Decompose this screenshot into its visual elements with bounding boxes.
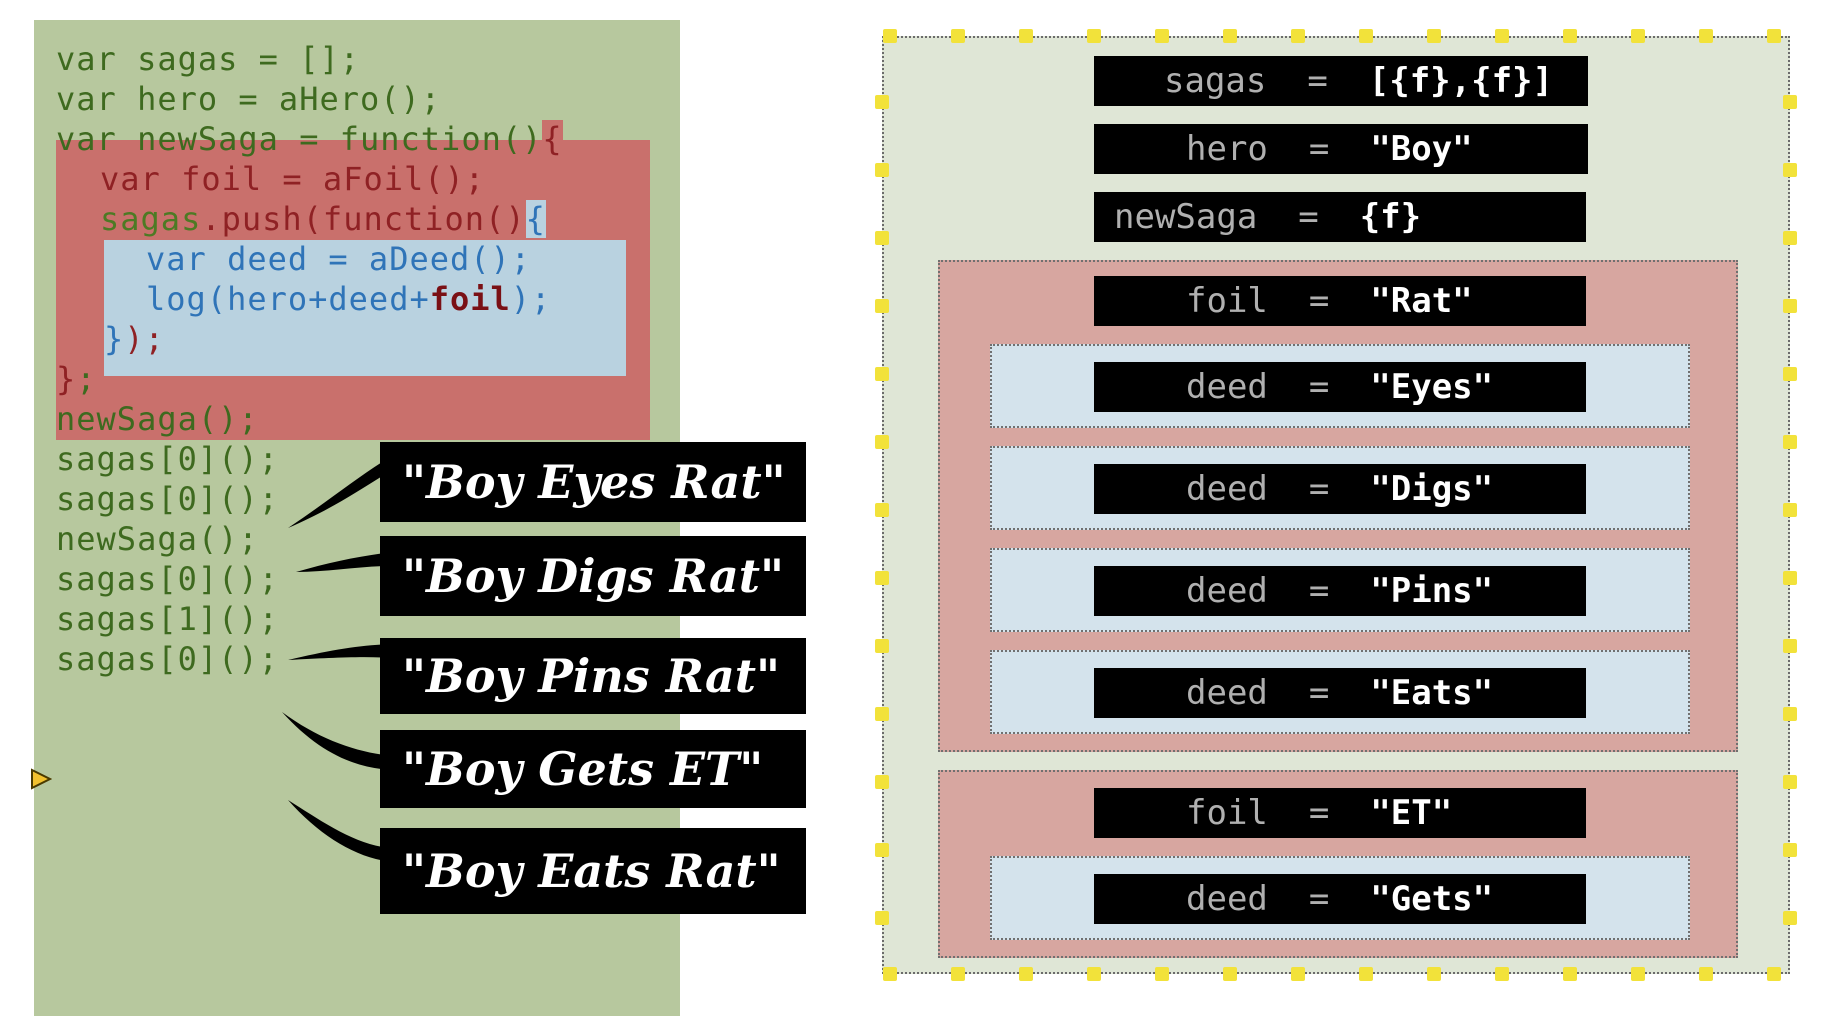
frame-marker — [1783, 911, 1797, 925]
frame-marker — [875, 163, 889, 177]
inner-function-highlight — [104, 240, 626, 376]
frame-marker — [1783, 231, 1797, 245]
code-line-10: newSaga(); — [56, 400, 259, 438]
frame-marker — [875, 95, 889, 109]
frame-marker — [1767, 967, 1781, 981]
code-line-16: sagas[0](); — [56, 640, 279, 678]
frame-marker — [1767, 29, 1781, 43]
output-bubble-5: "Boy Eats Rat" — [380, 828, 806, 914]
frame-marker — [875, 843, 889, 857]
frame-marker — [875, 775, 889, 789]
frame-marker — [1155, 29, 1169, 43]
frame-marker — [1699, 29, 1713, 43]
frame-marker — [1427, 967, 1441, 981]
code-line-13: newSaga(); — [56, 520, 259, 558]
frame-marker — [1783, 367, 1797, 381]
code-line-7: log(hero+deed+foil); — [146, 280, 552, 318]
code-line-12: sagas[0](); — [56, 480, 279, 518]
frame-marker — [875, 231, 889, 245]
frame-marker — [875, 367, 889, 381]
var-deed-4: deed = "Eats" — [1094, 668, 1586, 718]
frame-marker — [1495, 967, 1509, 981]
frame-marker — [1631, 967, 1645, 981]
frame-marker — [875, 707, 889, 721]
code-line-15: sagas[1](); — [56, 600, 279, 638]
output-bubble-2: "Boy Digs Rat" — [380, 536, 806, 616]
var-deed-3: deed = "Pins" — [1094, 566, 1586, 616]
frame-marker — [1359, 29, 1373, 43]
var-deed-5: deed = "Gets" — [1094, 874, 1586, 924]
frame-marker — [1783, 639, 1797, 653]
var-sagas: sagas = [{f},{f}] — [1094, 56, 1588, 106]
frame-marker — [1155, 967, 1169, 981]
code-line-2: var hero = aHero(); — [56, 80, 442, 118]
output-bubble-1: "Boy Eyes Rat" — [380, 442, 806, 522]
frame-marker — [875, 911, 889, 925]
code-line-4: var foil = aFoil(); — [100, 160, 486, 198]
frame-marker — [1563, 29, 1577, 43]
frame-marker — [1019, 29, 1033, 43]
frame-marker — [1783, 95, 1797, 109]
frame-marker — [1495, 29, 1509, 43]
frame-marker — [1087, 967, 1101, 981]
frame-marker — [1223, 967, 1237, 981]
frame-marker — [1783, 843, 1797, 857]
var-foil-1: foil = "Rat" — [1094, 276, 1586, 326]
frame-marker — [875, 639, 889, 653]
frame-marker — [883, 29, 897, 43]
code-line-8: }); — [104, 320, 165, 358]
code-line-5: sagas.push(function(){ — [100, 200, 546, 238]
current-line-arrow-icon — [31, 768, 52, 790]
code-line-6: var deed = aDeed(); — [146, 240, 532, 278]
code-line-1: var sagas = []; — [56, 40, 360, 78]
code-line-14: sagas[0](); — [56, 560, 279, 598]
var-newSaga: newSaga = {f} — [1094, 192, 1586, 242]
frame-marker — [1783, 775, 1797, 789]
frame-marker — [1563, 967, 1577, 981]
frame-marker — [1631, 29, 1645, 43]
var-foil-2: foil = "ET" — [1094, 788, 1586, 838]
output-bubble-3: "Boy Pins Rat" — [380, 638, 806, 714]
frame-marker — [1223, 29, 1237, 43]
frame-marker — [1019, 967, 1033, 981]
frame-marker — [1699, 967, 1713, 981]
frame-marker — [1427, 29, 1441, 43]
code-line-11: sagas[0](); — [56, 440, 279, 478]
frame-marker — [1783, 571, 1797, 585]
frame-marker — [1087, 29, 1101, 43]
output-bubble-4: "Boy Gets ET" — [380, 730, 806, 808]
var-deed-1: deed = "Eyes" — [1094, 362, 1586, 412]
frame-marker — [951, 967, 965, 981]
frame-marker — [883, 967, 897, 981]
var-deed-2: deed = "Digs" — [1094, 464, 1586, 514]
frame-marker — [1783, 163, 1797, 177]
frame-marker — [875, 435, 889, 449]
frame-marker — [1359, 967, 1373, 981]
frame-marker — [1291, 29, 1305, 43]
code-line-9: }; — [56, 360, 97, 398]
frame-marker — [1783, 435, 1797, 449]
frame-marker — [951, 29, 965, 43]
code-line-3: var newSaga = function(){ — [56, 120, 563, 158]
frame-marker — [1783, 503, 1797, 517]
frame-marker — [1783, 299, 1797, 313]
inner-open-brace: { — [525, 200, 546, 238]
outer-open-brace: { — [542, 120, 563, 158]
frame-marker — [1291, 967, 1305, 981]
frame-marker — [1783, 707, 1797, 721]
frame-marker — [875, 503, 889, 517]
frame-marker — [875, 299, 889, 313]
var-hero: hero = "Boy" — [1094, 124, 1588, 174]
frame-marker — [875, 571, 889, 585]
